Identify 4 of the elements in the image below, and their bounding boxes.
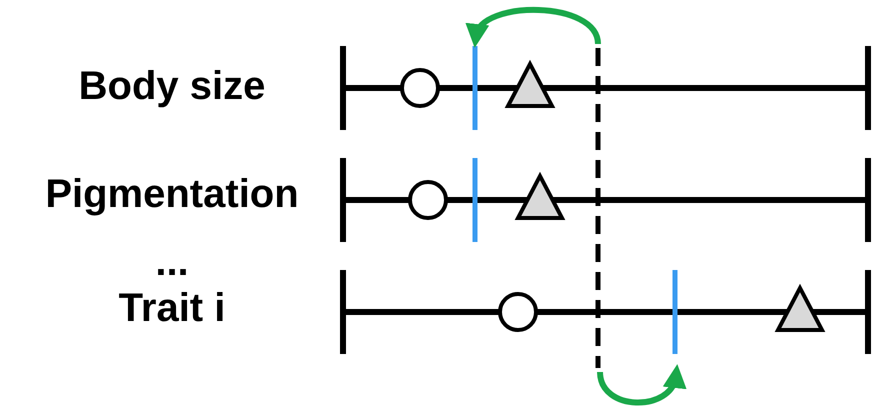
trait-label: ... — [155, 242, 189, 282]
trait-label: Trait i — [118, 288, 226, 328]
trait-label: Body size — [78, 66, 266, 106]
trait-label: Pigmentation — [45, 174, 299, 214]
